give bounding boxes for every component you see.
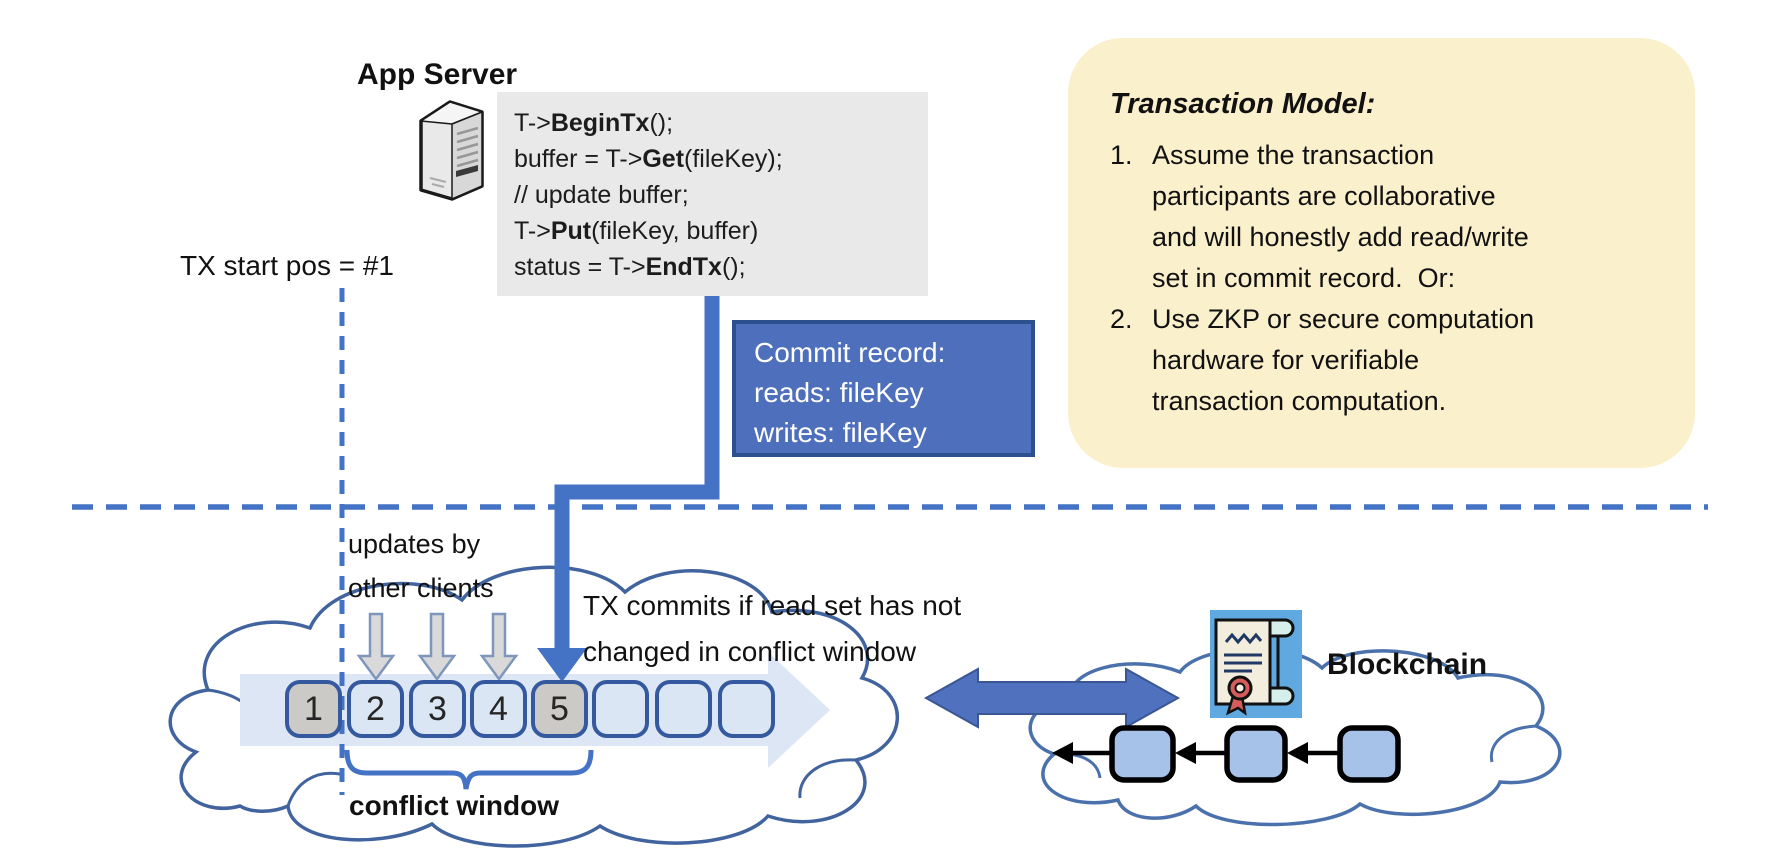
block-number: 5	[550, 689, 569, 728]
block-number: 3	[428, 689, 447, 728]
chain-block	[1337, 725, 1401, 783]
commit-flow-arrow	[537, 290, 720, 682]
chain-block	[1224, 725, 1288, 783]
timeline-block-7	[655, 680, 712, 738]
timeline-block-1: 1	[285, 680, 342, 738]
sync-double-arrow	[923, 667, 1181, 729]
server-tower-icon	[419, 100, 484, 201]
timeline-block-6	[592, 680, 649, 738]
conflict-window-bracket	[344, 749, 594, 790]
block-number: 1	[304, 689, 323, 728]
block-number: 2	[366, 689, 385, 728]
update-arrow-icon	[479, 612, 519, 682]
smart-contract-icon	[1210, 610, 1302, 718]
timeline-block-5: 5	[531, 680, 588, 738]
chain-block	[1109, 725, 1176, 783]
timeline-block-2: 2	[347, 680, 404, 738]
timeline-block-4: 4	[470, 680, 527, 738]
update-arrow-icon	[417, 612, 457, 682]
timeline-block-3: 3	[409, 680, 466, 738]
chain-blocks	[1052, 725, 1401, 783]
update-arrows	[356, 612, 519, 682]
update-arrow-icon	[356, 612, 396, 682]
timeline-block-8	[718, 680, 775, 738]
block-number: 4	[489, 689, 508, 728]
